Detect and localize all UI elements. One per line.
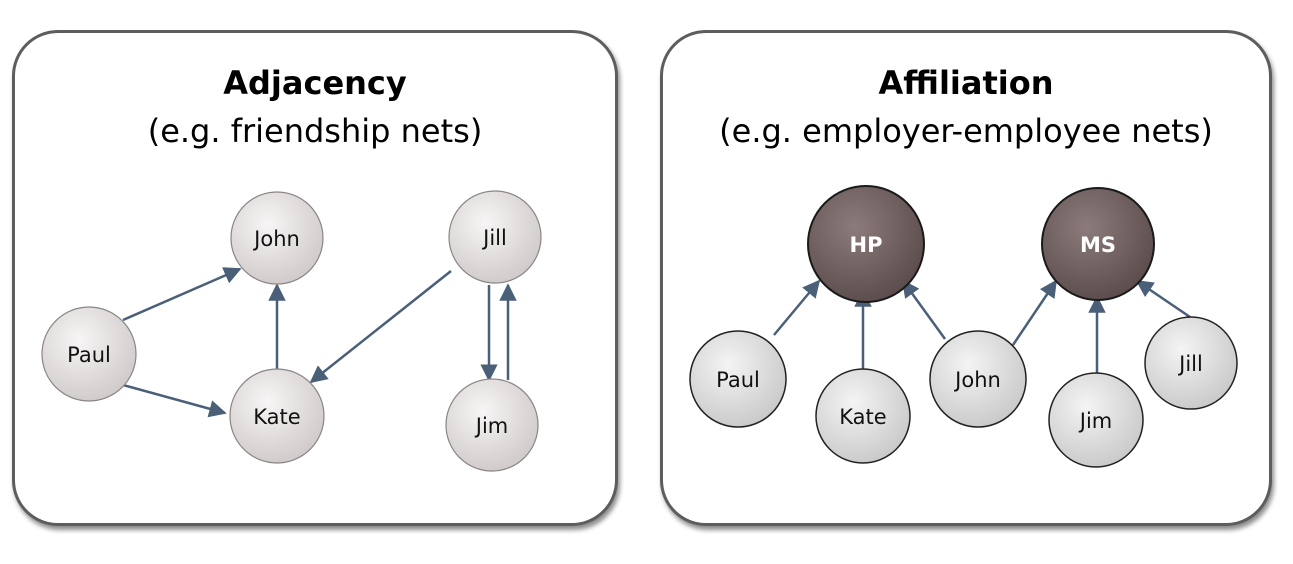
edge-jill-ms (1135, 279, 1191, 319)
affiliation-network: HP MS Paul Kate John Jim Jill (689, 185, 1238, 468)
node-paul: Paul (41, 306, 137, 402)
node-label-jim: Jim (474, 414, 508, 438)
edge-paul-john (122, 267, 242, 322)
org-label-hp: HP (850, 233, 883, 257)
adjacency-subtitle: (e.g. friendship nets) (147, 112, 483, 150)
org-node-ms: MS (1041, 187, 1155, 301)
person-node-jill: Jill (1144, 316, 1238, 410)
edge-john-ms (1011, 279, 1058, 346)
person-label-jim: Jim (1078, 409, 1112, 433)
node-jim: Jim (445, 378, 539, 472)
person-node-john: John (929, 330, 1027, 428)
node-label-john: John (252, 227, 300, 251)
adjacency-panel: Adjacency (e.g. friendship nets) John (12, 30, 618, 526)
node-label-jill: Jill (481, 226, 507, 250)
person-label-john: John (953, 368, 1001, 392)
person-node-jim: Jim (1048, 372, 1144, 468)
node-label-kate: Kate (253, 405, 300, 429)
adjacency-edges (122, 267, 517, 418)
edge-paul-kate (122, 383, 227, 418)
affiliation-subtitle: (e.g. employer-employee nets) (719, 112, 1213, 150)
person-label-kate: Kate (839, 405, 886, 429)
affiliation-panel: Affiliation (e.g. employer-employee nets… (660, 30, 1272, 526)
edge-paul-hp (773, 279, 821, 336)
edge-john-hp (901, 279, 947, 340)
node-john: John (230, 191, 324, 285)
node-label-paul: Paul (67, 343, 111, 367)
node-jill: Jill (448, 190, 542, 284)
person-node-kate: Kate (815, 368, 911, 464)
affiliation-edges (773, 279, 1191, 373)
affiliation-title: Affiliation (878, 64, 1054, 102)
person-node-paul: Paul (689, 330, 787, 428)
person-label-jill: Jill (1177, 352, 1203, 376)
node-kate: Kate (229, 368, 325, 464)
adjacency-network: John Jill Paul Kate Jim (41, 190, 542, 472)
adjacency-title: Adjacency (223, 64, 407, 102)
org-label-ms: MS (1080, 233, 1116, 257)
edge-jill-kate (309, 270, 452, 384)
org-node-hp: HP (807, 185, 925, 303)
person-label-paul: Paul (716, 368, 760, 392)
